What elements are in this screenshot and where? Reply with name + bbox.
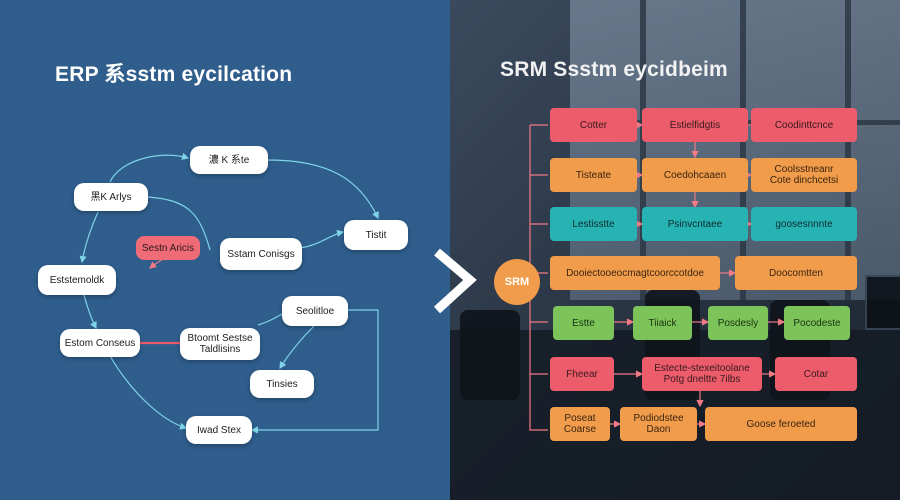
srm-hub: SRM <box>494 259 540 305</box>
erp-node: Tistit <box>344 220 408 250</box>
erp-node: 黑K Arlys <box>74 183 148 211</box>
srm-node: Tisteate <box>550 158 637 192</box>
erp-title: ERP 系sstm eycilcation <box>55 63 293 86</box>
erp-flow-lines <box>79 152 379 434</box>
srm-node: Estielfidgtis <box>642 108 748 142</box>
srm-node: Lestisstte <box>550 207 637 241</box>
srm-node: Cotar <box>775 357 857 391</box>
srm-node: Coedohcaaen <box>642 158 748 192</box>
srm-node: Goose feroeted <box>705 407 857 441</box>
erp-node: Eststemoldk <box>38 265 116 295</box>
srm-node: Estte <box>553 306 614 340</box>
srm-node: Coodinttcnce <box>751 108 857 142</box>
srm-title: SRM Ssstm eycidbeim <box>500 58 728 81</box>
window-frame <box>740 0 746 300</box>
srm-node: Psinvcntaee <box>642 207 748 241</box>
erp-node: Tinsies <box>250 370 314 398</box>
srm-node: Fheear <box>550 357 614 391</box>
office-chair <box>460 310 520 400</box>
srm-node: Posdesly <box>708 306 768 340</box>
erp-node: Sstam Conisgs <box>220 238 302 270</box>
erp-node: Estom Conseus <box>60 329 140 357</box>
erp-node: Seolitloe <box>282 296 348 326</box>
srm-node: Poseat Coarse <box>550 407 610 441</box>
erp-node: Iwad Stex <box>186 416 252 444</box>
srm-node: Coolsstneanr Cote dinchcetsi <box>751 158 857 192</box>
window-frame <box>640 0 646 300</box>
srm-node: Estecte-stexeitoolane Potg dneltte 7ilbs <box>642 357 762 391</box>
srm-node: Podiodstee Daon <box>620 407 697 441</box>
transition-chevron <box>433 248 477 314</box>
srm-node: Tiiaick <box>633 306 692 340</box>
srm-node: Cotter <box>550 108 637 142</box>
srm-node: Doocomtten <box>735 256 857 290</box>
srm-node: Dooiectooeocmagtcoorccotdoe <box>550 256 720 290</box>
erp-node: Sestn Aricis <box>136 236 200 260</box>
erp-node: Btoomt Sestse Taldlisins <box>180 328 260 360</box>
office-monitor <box>865 275 900 330</box>
window-frame <box>845 0 851 300</box>
erp-node: 濃 K 系te <box>190 146 268 174</box>
srm-node: Pocodeste <box>784 306 850 340</box>
srm-node: goosesnnnte <box>751 207 857 241</box>
